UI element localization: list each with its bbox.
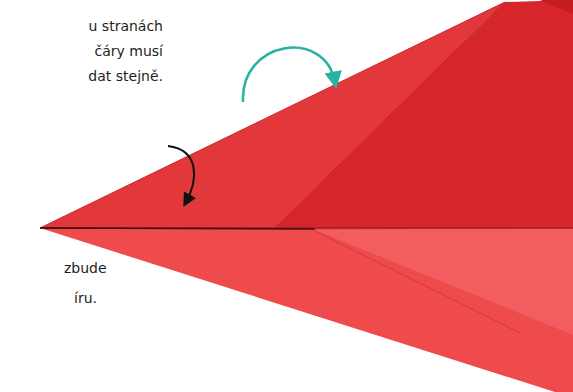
lower-wing	[40, 228, 573, 392]
upper-flap	[275, 0, 573, 228]
center-line	[40, 227, 573, 229]
center-crease	[40, 228, 315, 229]
fold-line	[275, 2, 505, 228]
crease-line	[315, 231, 520, 333]
instruction-note: zbude	[64, 256, 184, 281]
lower-wing-fold	[315, 228, 573, 335]
flap-corner	[540, 0, 573, 14]
pointer-arrow	[168, 146, 194, 202]
fold-arrow	[243, 48, 335, 102]
instruction-note: íru.	[74, 286, 194, 311]
instruction-note: u stranách čáry musí dat stejně.	[78, 14, 163, 89]
wing-edge	[40, 2, 505, 228]
